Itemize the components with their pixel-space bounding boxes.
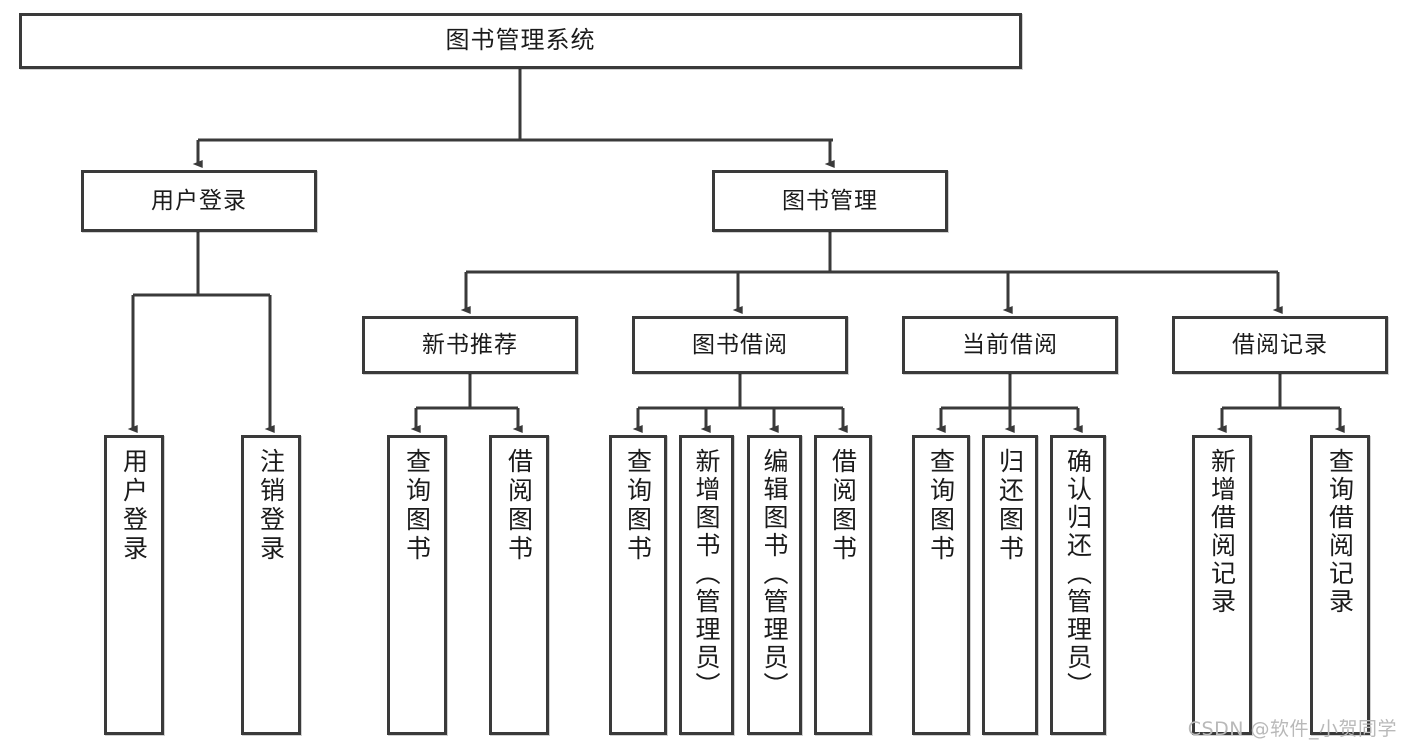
node-book-borrowing[interactable]: 图书借阅 xyxy=(632,316,848,374)
node-label: 借阅图书 xyxy=(828,448,858,564)
node-user-login[interactable]: 用户登录 xyxy=(81,170,317,232)
node-label: 借阅图书 xyxy=(504,448,534,564)
node-leaf-return-book[interactable]: 归还图书 xyxy=(982,435,1038,735)
node-label: 图书管理 xyxy=(782,187,878,214)
node-label: 当前借阅 xyxy=(962,331,1058,358)
node-label: 新增借阅记录 xyxy=(1207,448,1237,616)
node-leaf-query-book-recommendation[interactable]: 查询图书 xyxy=(387,435,447,735)
node-leaf-confirm-return[interactable]: 确认归还（管理员） xyxy=(1050,435,1106,735)
node-label: 查询借阅记录 xyxy=(1325,448,1355,616)
node-label: 归还图书 xyxy=(995,448,1025,564)
node-label: 注销登录 xyxy=(256,448,286,564)
node-label: 新增图书（管理员） xyxy=(692,448,721,700)
node-label: 查询图书 xyxy=(623,448,653,564)
node-leaf-borrow-book-borrowing[interactable]: 借阅图书 xyxy=(814,435,872,735)
node-leaf-user-login[interactable]: 用户登录 xyxy=(104,435,164,735)
node-book-management[interactable]: 图书管理 xyxy=(712,170,948,232)
node-label: 新书推荐 xyxy=(422,331,518,358)
node-label: 查询图书 xyxy=(926,448,956,564)
node-borrow-records[interactable]: 借阅记录 xyxy=(1172,316,1388,374)
node-root-system[interactable]: 图书管理系统 xyxy=(19,13,1022,69)
node-leaf-add-book[interactable]: 新增图书（管理员） xyxy=(679,435,734,735)
node-label: 编辑图书（管理员） xyxy=(760,448,789,700)
node-leaf-user-logout[interactable]: 注销登录 xyxy=(241,435,301,735)
node-label: 查询图书 xyxy=(402,448,432,564)
csdn-watermark: CSDN @软件_小贺同学 xyxy=(1187,718,1397,740)
node-label: 图书管理系统 xyxy=(445,26,596,55)
node-leaf-query-book-current[interactable]: 查询图书 xyxy=(912,435,970,735)
node-leaf-query-borrow-record[interactable]: 查询借阅记录 xyxy=(1310,435,1370,735)
node-label: 确认归还（管理员） xyxy=(1063,448,1093,700)
node-leaf-borrow-book-recommendation[interactable]: 借阅图书 xyxy=(489,435,549,735)
node-current-borrowing[interactable]: 当前借阅 xyxy=(902,316,1118,374)
node-leaf-query-book-borrowing[interactable]: 查询图书 xyxy=(609,435,667,735)
node-label: 用户登录 xyxy=(119,448,149,564)
node-leaf-add-borrow-record[interactable]: 新增借阅记录 xyxy=(1192,435,1252,735)
node-label: 借阅记录 xyxy=(1232,331,1328,358)
node-label: 图书借阅 xyxy=(692,331,788,358)
node-new-book-recommendation[interactable]: 新书推荐 xyxy=(362,316,578,374)
node-leaf-edit-book[interactable]: 编辑图书（管理员） xyxy=(747,435,802,735)
node-label: 用户登录 xyxy=(151,187,247,214)
